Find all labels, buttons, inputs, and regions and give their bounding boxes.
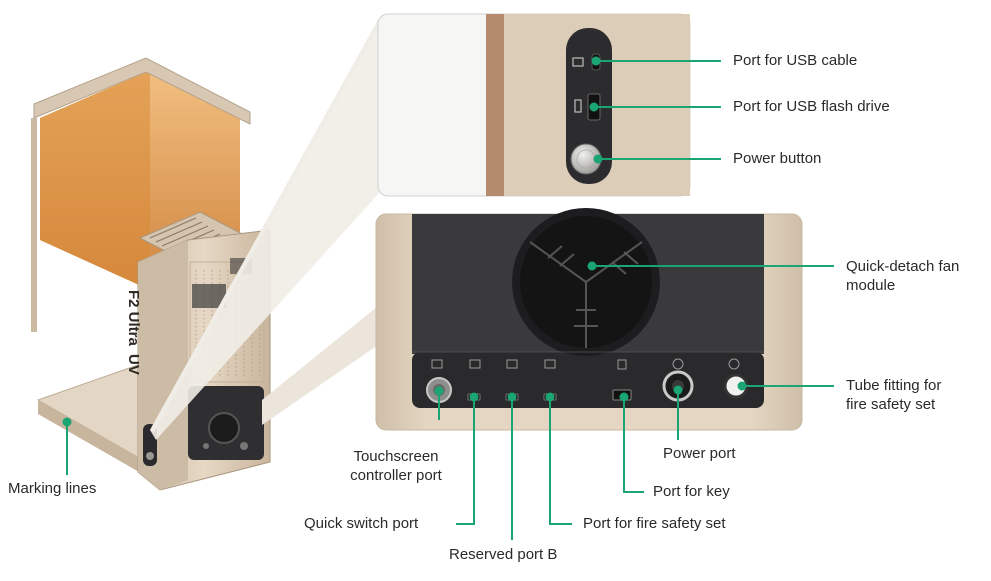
label-touchscreen-port: Touchscreen controller port (350, 448, 442, 484)
label-quick-switch-port: Quick switch port (304, 515, 419, 532)
label-reserved-port-b: Reserved port B (449, 546, 558, 563)
label-marking-lines: Marking lines (8, 480, 97, 497)
device-model: UV (125, 354, 142, 375)
label-fire-safety-port: Port for fire safety set (583, 515, 726, 532)
label-power-button: Power button (733, 150, 822, 167)
label-fan-module: Quick-detach fan module (846, 258, 960, 294)
zoom-connectors (150, 20, 380, 440)
device-brand: F2 Ultra (125, 290, 142, 346)
leader-lines (62, 56, 834, 540)
device-brand-text: F2 Ultra UV (125, 290, 142, 375)
label-tube-fitting: Tube fitting for fire safety set (846, 377, 942, 413)
label-power-port: Power port (663, 445, 736, 462)
label-key-port: Port for key (653, 483, 730, 500)
inset-top (377, 13, 691, 197)
label-usb-flash-drive: Port for USB flash drive (733, 98, 890, 115)
label-usb-cable: Port for USB cable (733, 52, 858, 69)
